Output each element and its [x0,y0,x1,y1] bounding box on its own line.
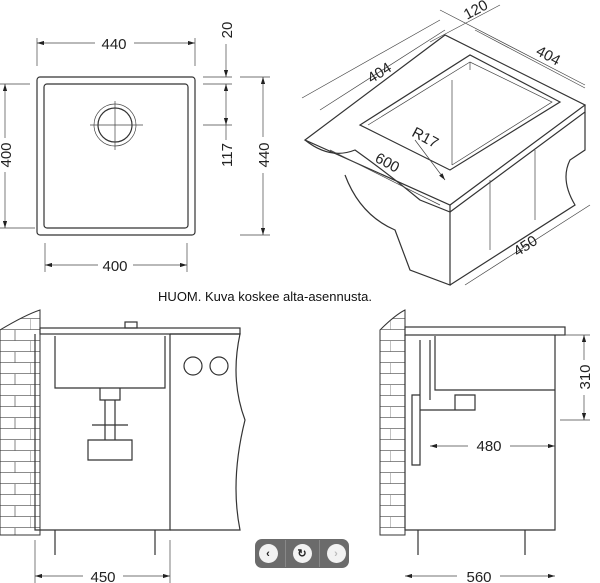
top-view: 440 400 400 20 117 440 [0,22,273,275]
dim-depth-inner: 400 [0,142,15,167]
rotate-icon: ↻ [297,548,307,560]
dim-width-outer: 440 [101,36,126,53]
divider [284,540,286,567]
chevron-left-icon: ‹ [266,547,270,560]
isometric-view: 120 404 404 R17 600 450 [301,0,591,286]
sink-outer-rim [36,76,196,236]
image-viewer-controls: ‹ ↻ › [255,539,349,568]
chevron-right-icon: › [334,547,338,560]
dim-drain-distance: 480 [476,438,501,455]
sink-opening [358,54,562,171]
countertop [39,327,241,335]
dim-bowl-depth: 404 [533,43,563,70]
dim-cabinet-depth: 450 [510,232,540,260]
dim-front-cabinet-width: 450 [90,569,115,583]
installation-note: HUOM. Kuva koskee alta-asennusta. [158,289,372,304]
bowl [54,336,166,389]
sink-bowl [43,83,189,229]
dim-depth-outer: 440 [256,142,273,167]
dim-bowl-height: 310 [577,364,594,389]
dim-radius: R17 [409,124,441,152]
front-view: 450 [0,309,246,583]
dim-bowl-width: 404 [364,59,394,87]
dim-rim-width: 120 [461,0,491,23]
dim-rim: 20 [219,22,236,39]
countertop [404,326,566,336]
dim-width-inner: 400 [102,258,127,275]
previous-button[interactable]: ‹ [258,544,278,563]
bowl [434,336,555,391]
dim-drain-offset: 117 [219,143,236,167]
divider [318,540,320,567]
side-view: 310 480 560 [379,309,594,583]
dim-side-cabinet-depth: 560 [466,569,491,583]
next-button[interactable]: › [326,544,346,563]
rotate-button[interactable]: ↻ [292,544,312,563]
